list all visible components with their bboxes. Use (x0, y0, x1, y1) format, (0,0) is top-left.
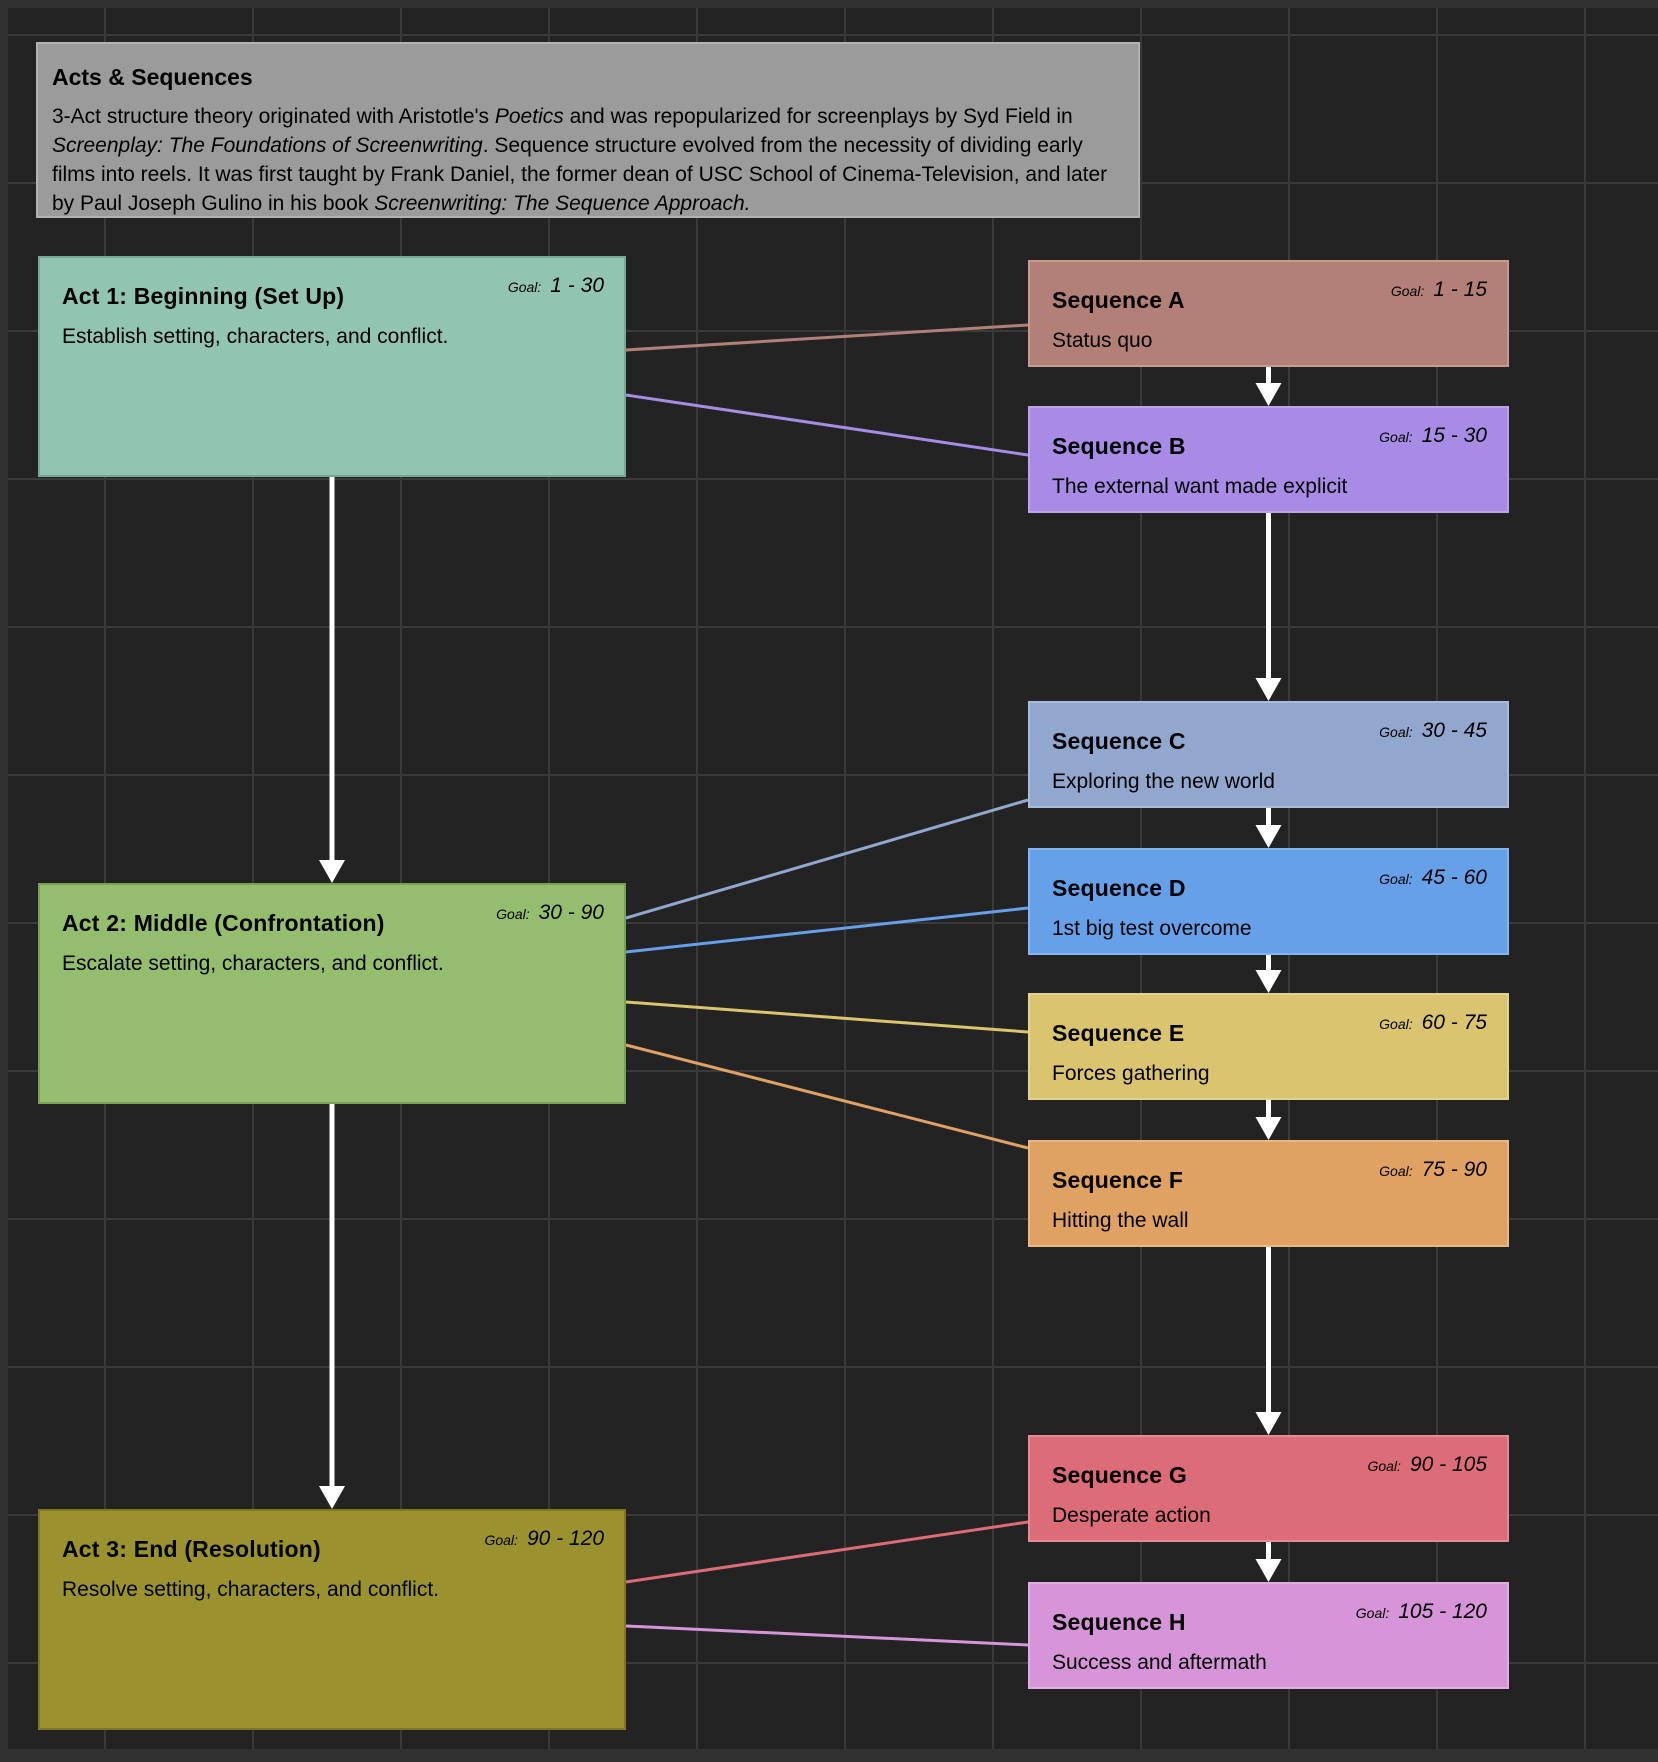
node-title: Sequence A (1052, 287, 1185, 313)
seq-g-node[interactable]: Sequence G Goal: 90 - 105 Desperate acti… (1028, 1435, 1509, 1542)
info-paragraph-segment: Poetics (494, 105, 564, 128)
node-title: Act 2: Middle (Confrontation) (62, 910, 385, 936)
seq-h-node[interactable]: Sequence H Goal: 105 - 120 Success and a… (1028, 1582, 1509, 1689)
goal-label: Goal: (1379, 871, 1413, 887)
info-paragraph-segment: and was repopularized for screenplays by… (563, 105, 1073, 128)
goal-label: Goal: (496, 906, 530, 922)
node-description: The external want made explicit (1052, 475, 1348, 498)
info-paragraph-segment: Screenwriting: The Sequence Approach. (374, 192, 751, 215)
flow-arrowhead-seq-a-seq-b[interactable] (1255, 383, 1282, 406)
node-title: Sequence F (1052, 1167, 1184, 1193)
node-goal: Goal: 45 - 60 (1379, 866, 1487, 890)
flow-arrowhead-seq-g-seq-h[interactable] (1255, 1559, 1282, 1582)
goal-label: Goal: (1367, 1458, 1401, 1474)
node-goal: Goal: 1 - 30 (508, 274, 604, 298)
seq-a-node[interactable]: Sequence A Goal: 1 - 15 Status quo (1028, 260, 1509, 367)
link-act-1-seq-b[interactable] (625, 393, 1029, 457)
goal-label: Goal: (484, 1532, 518, 1548)
node-title: Sequence C (1052, 728, 1186, 754)
goal-value: 1 - 30 (550, 274, 604, 297)
link-act-3-seq-g[interactable] (625, 1520, 1029, 1584)
goal-label: Goal: (1379, 1016, 1413, 1032)
node-title: Sequence E (1052, 1020, 1185, 1046)
goal-value: 30 - 90 (538, 901, 604, 924)
link-act-1-seq-a[interactable] (625, 323, 1029, 352)
node-description: Exploring the new world (1052, 770, 1275, 793)
flow-arrowhead-seq-f-seq-g[interactable] (1255, 1412, 1282, 1435)
act-2-node[interactable]: Act 2: Middle (Confrontation) Goal: 30 -… (38, 883, 626, 1104)
goal-value: 90 - 120 (526, 1527, 604, 1550)
node-goal: Goal: 105 - 120 (1356, 1600, 1487, 1624)
node-description: Desperate action (1052, 1504, 1211, 1527)
goal-label: Goal: (1390, 283, 1425, 299)
node-goal: Goal: 1 - 15 (1391, 278, 1487, 302)
node-title: Sequence G (1052, 1462, 1187, 1488)
goal-label: Goal: (1355, 1605, 1390, 1621)
link-act-3-seq-h[interactable] (625, 1624, 1029, 1647)
node-goal: Goal: 75 - 90 (1379, 1158, 1487, 1182)
link-act-2-seq-c[interactable] (625, 798, 1029, 920)
node-goal: Goal: 60 - 75 (1379, 1011, 1487, 1035)
seq-c-node[interactable]: Sequence C Goal: 30 - 45 Exploring the n… (1028, 701, 1509, 808)
node-title: Sequence B (1052, 433, 1186, 459)
node-title: Sequence D (1052, 875, 1186, 901)
node-title: Act 1: Beginning (Set Up) (62, 283, 345, 309)
flow-arrowhead-seq-b-seq-c[interactable] (1255, 678, 1282, 701)
goal-label: Goal: (1379, 1163, 1413, 1179)
goal-value: 30 - 45 (1421, 719, 1487, 742)
info-note[interactable]: Acts & Sequences 3-Act structure theory … (36, 42, 1140, 218)
node-goal: Goal: 30 - 90 (496, 901, 604, 925)
seq-e-node[interactable]: Sequence E Goal: 60 - 75 Forces gatherin… (1028, 993, 1509, 1100)
goal-value: 60 - 75 (1421, 1011, 1487, 1034)
seq-b-node[interactable]: Sequence B Goal: 15 - 30 The external wa… (1028, 406, 1509, 513)
info-paragraph-segment: Screenplay: The Foundations of Screenwri… (52, 134, 483, 157)
link-act-2-seq-e[interactable] (625, 1000, 1029, 1034)
canvas-top-edge (0, 0, 1658, 8)
goal-label: Goal: (1379, 429, 1413, 445)
goal-value: 1 - 15 (1433, 278, 1487, 301)
seq-d-node[interactable]: Sequence D Goal: 45 - 60 1st big test ov… (1028, 848, 1509, 955)
goal-value: 15 - 30 (1421, 424, 1487, 447)
goal-value: 75 - 90 (1421, 1158, 1487, 1181)
info-paragraph-segment: . Sequence structure evolved from the ne… (52, 134, 1108, 215)
link-act-2-seq-d[interactable] (625, 906, 1029, 954)
seq-f-node[interactable]: Sequence F Goal: 75 - 90 Hitting the wal… (1028, 1140, 1509, 1247)
info-paragraph: 3-Act structure theory originated with A… (52, 102, 1114, 218)
node-title: Act 3: End (Resolution) (62, 1536, 321, 1562)
node-description: Forces gathering (1052, 1062, 1210, 1085)
node-description: Escalate setting, characters, and confli… (62, 952, 444, 975)
node-description: Success and aftermath (1052, 1651, 1267, 1674)
node-goal: Goal: 15 - 30 (1379, 424, 1487, 448)
goal-value: 105 - 120 (1398, 1600, 1487, 1623)
node-title: Sequence H (1052, 1609, 1186, 1635)
goal-value: 45 - 60 (1421, 866, 1487, 889)
flow-arrowhead-seq-d-seq-e[interactable] (1255, 970, 1282, 993)
node-description: Establish setting, characters, and confl… (62, 325, 449, 348)
act-1-node[interactable]: Act 1: Beginning (Set Up) Goal: 1 - 30 E… (38, 256, 626, 477)
goal-label: Goal: (507, 279, 542, 295)
info-paragraph-segment: 3-Act structure theory originated with A… (52, 105, 495, 128)
flow-arrowhead-seq-e-seq-f[interactable] (1255, 1117, 1282, 1140)
flow-arrowhead-act-1-act-2[interactable] (319, 860, 345, 883)
node-goal: Goal: 30 - 45 (1379, 719, 1487, 743)
node-description: Hitting the wall (1052, 1209, 1189, 1232)
flow-arrowhead-seq-c-seq-d[interactable] (1255, 825, 1282, 848)
node-goal: Goal: 90 - 120 (484, 1527, 604, 1551)
node-description: 1st big test overcome (1052, 917, 1252, 940)
goal-label: Goal: (1379, 724, 1413, 740)
goal-value: 90 - 105 (1409, 1453, 1487, 1476)
canvas-left-edge (0, 0, 8, 1762)
canvas-bottom-edge (0, 1749, 1658, 1762)
link-act-2-seq-f[interactable] (625, 1043, 1029, 1150)
info-note-title: Acts & Sequences (52, 64, 253, 90)
node-description: Resolve setting, characters, and conflic… (62, 1578, 440, 1601)
act-3-node[interactable]: Act 3: End (Resolution) Goal: 90 - 120 R… (38, 1509, 626, 1730)
node-goal: Goal: 90 - 105 (1367, 1453, 1487, 1477)
flow-arrowhead-act-2-act-3[interactable] (319, 1486, 345, 1509)
node-description: Status quo (1052, 329, 1153, 352)
